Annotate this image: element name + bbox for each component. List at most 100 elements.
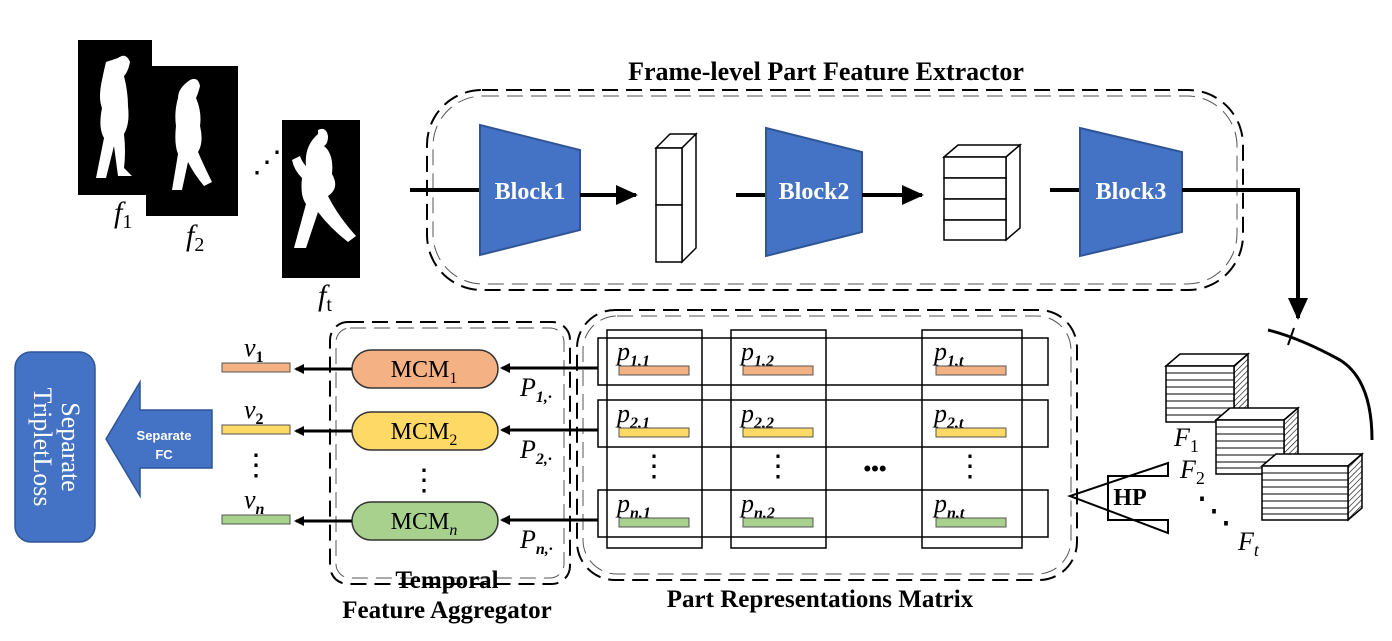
matrix-title: Part Representations Matrix: [667, 586, 974, 613]
P-label-2-base: P: [519, 435, 536, 464]
separate-fc-line1: Separate: [137, 428, 192, 443]
hp-label: HP: [1113, 485, 1146, 511]
v-label-3-sub: n: [256, 501, 265, 518]
feature-maps: F1 F2 ⋱ Ft: [1163, 327, 1374, 560]
matrix-boundary: [576, 309, 1078, 581]
svg-text:F1: F1: [1173, 423, 1199, 456]
v-label-2-sub: 2: [256, 411, 264, 428]
P-label-2: P2,·: [519, 435, 552, 468]
feature-label-F2-sub: 2: [1196, 468, 1205, 488]
triplet-loss-line1: Separate: [56, 402, 85, 492]
frame-t-silhouette: [282, 120, 360, 278]
v-label-3: vn: [244, 485, 265, 518]
v-bar-2: [221, 424, 291, 435]
v-label-2-base: v: [244, 395, 256, 424]
cell-label-3-2-base: p: [739, 489, 754, 518]
cell-label-2-2: p2,2: [739, 399, 774, 432]
cell-label-3-2: pn,2: [739, 489, 775, 522]
svg-text:ft: ft: [318, 279, 332, 316]
cell-bar-3-2: [742, 517, 814, 528]
cell-label-1-1-base: p: [615, 337, 630, 366]
cell-label-1-1: p1,1: [615, 337, 650, 370]
cell-bar-1-1: [618, 365, 690, 376]
v-bar-1: [221, 362, 291, 373]
v-label-3-base: v: [244, 485, 256, 514]
feature-map-stack-t: [1259, 452, 1365, 522]
block1: Block1: [479, 123, 581, 257]
aggregator-title-line1: Temporal: [395, 567, 498, 594]
extractor-title: Frame-level Part Feature Extractor: [628, 57, 1024, 86]
cell-label-1-3: p1,t: [932, 337, 964, 370]
mcm-label-3-sub: n: [449, 522, 457, 539]
mcm-label-2-base: MCM: [391, 419, 450, 445]
block3: Block3: [1079, 126, 1183, 258]
frames-ellipsis: ⋰: [252, 146, 282, 179]
mcm-label-2: MCM2: [391, 419, 458, 449]
P-label-2-sub: 2,·: [535, 451, 552, 468]
feature-label-F1-base: F: [1173, 423, 1191, 452]
cell-label-2-1-base: p: [615, 399, 630, 428]
aggregator-vdots: ⋮: [409, 464, 439, 497]
cell-label-1-3-base: p: [932, 337, 947, 366]
cell-label-2-1: p2,1: [615, 399, 650, 432]
mcm-label-1-sub: 1: [449, 370, 457, 387]
cell-bar-2-1: [618, 427, 690, 438]
cell-label-3-1: pn,1: [615, 489, 651, 522]
svg-text:f2: f2: [186, 219, 204, 256]
block1-label: Block1: [495, 179, 566, 205]
mcm-label-1-base: MCM: [391, 357, 450, 383]
cell-bar-1-2: [742, 365, 814, 376]
P-label-1-sub: 1,·: [536, 389, 552, 406]
cell-bar-2-2: [742, 427, 814, 438]
aggregator-title-line2: Feature Aggregator: [342, 597, 551, 624]
svg-text:F2: F2: [1179, 455, 1205, 488]
cell-label-1-2: p1,2: [739, 337, 774, 370]
cell-label-2-3: p2,t: [932, 399, 964, 432]
mcm-label-3: MCMn: [391, 509, 458, 539]
cell-bar-2-3: [935, 427, 1007, 438]
feature-maps-ellipsis: ⋱: [1196, 490, 1232, 530]
matrix-columns: [606, 329, 1023, 549]
frame-2-silhouette: [146, 66, 238, 216]
mcm-label-1: MCM1: [391, 357, 458, 387]
triplet-loss-line2: TripletLoss: [28, 388, 57, 507]
v-label-2: v2: [244, 395, 264, 428]
mcm-label-3-base: MCM: [391, 509, 450, 535]
cell-bar-3-1: [618, 517, 690, 528]
svg-text:Ft: Ft: [1237, 527, 1260, 560]
cell-label-2-3-base: p: [932, 399, 947, 428]
cell-label-1-2-base: p: [739, 337, 754, 366]
cell-label-3-3-base: p: [932, 489, 947, 518]
output-vdots: ⋮: [241, 449, 271, 482]
feature-map-stack-1: [1163, 352, 1251, 424]
cell-label-3-1-base: p: [615, 489, 630, 518]
frame-label-f1-sub: 1: [122, 211, 132, 233]
frame-label-ft-sub: t: [326, 294, 332, 316]
v-label-1-base: v: [244, 333, 256, 362]
P-label-3-base: P: [519, 525, 536, 554]
block2-label: Block2: [779, 179, 850, 205]
feature-label-Ft-base: F: [1237, 527, 1255, 556]
aggregator-boundary: [329, 321, 571, 585]
separate-fc-arrow: Separate FC: [105, 379, 213, 499]
feature-label-F1-sub: 1: [1190, 436, 1199, 456]
matrix-vdots-col1: ⋮: [639, 450, 669, 483]
v-label-1: v1: [244, 333, 264, 366]
input-frames: ⋰: [78, 40, 360, 278]
P-label-1: P1,·: [519, 373, 552, 406]
triplet-loss-box: Separate TripletLoss: [14, 351, 96, 543]
cell-bar-1-3: [935, 365, 1007, 376]
svg-text:f1: f1: [114, 196, 132, 233]
block3-label: Block3: [1096, 179, 1167, 205]
mcm-label-2-sub: 2: [449, 432, 457, 449]
matrix-vdots-col2: ⋮: [763, 450, 793, 483]
hp-arrow: HP: [1067, 461, 1169, 535]
two-part-cuboid: [654, 132, 698, 264]
matrix-vdots-colt: ⋮: [955, 450, 985, 483]
v-bar-3: [221, 514, 291, 525]
block2: Block2: [765, 126, 863, 258]
cell-label-2-2-base: p: [739, 399, 754, 428]
feature-label-Ft-sub: t: [1254, 540, 1260, 560]
